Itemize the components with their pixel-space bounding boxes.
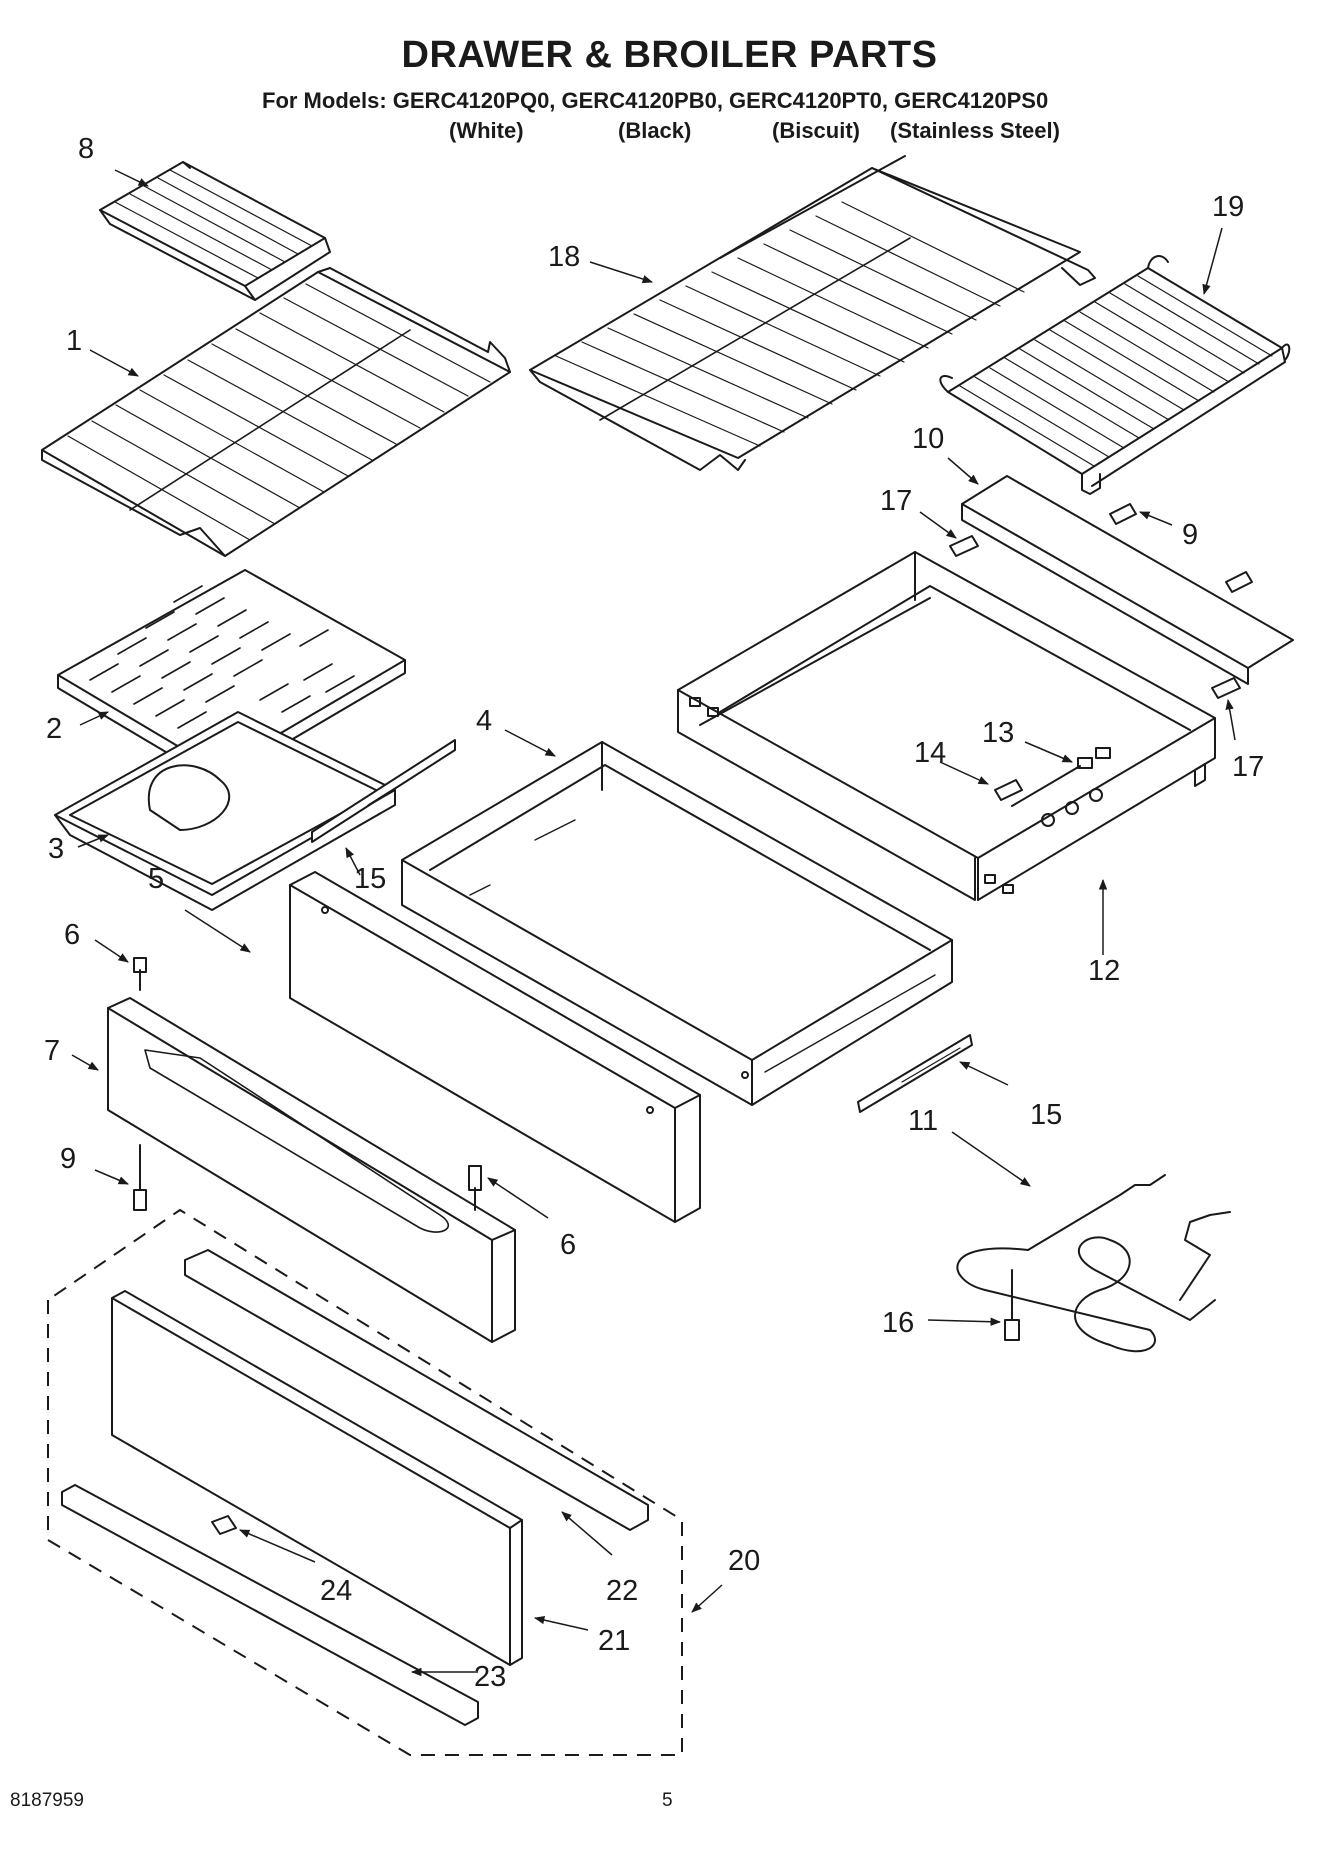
part-23-handle: [61, 1484, 479, 1726]
callout-19: 19: [1212, 191, 1244, 223]
part-9-screw-upper: [1109, 503, 1137, 525]
part-22-trim-strip: [184, 1249, 649, 1531]
leader-17a: [919, 511, 957, 539]
callout-3: 3: [48, 833, 64, 865]
leader-15b: [959, 1061, 1009, 1086]
leader-1: [89, 349, 139, 377]
page-title: DRAWER & BROILER PARTS: [401, 34, 938, 76]
callout-23: 23: [474, 1661, 506, 1693]
part-7-drawer-door: [107, 997, 516, 1343]
callout-4: 4: [476, 705, 492, 737]
model-list: For Models: GERC4120PQ0, GERC4120PB0, GE…: [262, 88, 1049, 113]
part-11-bake-element: [956, 1174, 1231, 1353]
leader-15a: [345, 847, 361, 876]
callout-8: 8: [78, 133, 94, 165]
callout-13: 13: [982, 717, 1014, 749]
part-8-small-rack: [99, 161, 331, 301]
callout-6b: 6: [560, 1229, 576, 1261]
leader-22: [561, 1511, 613, 1556]
leader-18: [589, 261, 653, 284]
page-number: 5: [662, 1790, 673, 1811]
callout-12: 12: [1088, 955, 1120, 987]
part-13-bracket: [1011, 747, 1111, 807]
part-9-screw-right: [1225, 571, 1253, 593]
callout-6a: 6: [64, 919, 80, 951]
part-17-screw-lower: [1211, 677, 1241, 699]
leader-9b: [94, 1169, 129, 1185]
callout-9b: 9: [60, 1143, 76, 1175]
part-1-oven-rack: [41, 267, 511, 557]
leader-21: [533, 1615, 589, 1631]
leader-13: [1024, 741, 1073, 763]
callout-10: 10: [912, 423, 944, 455]
part-6-screw-right: [468, 1165, 482, 1211]
part-14-screw: [994, 779, 1023, 801]
leader-6a: [94, 939, 129, 963]
leader-7: [71, 1054, 99, 1071]
callout-17a: 17: [880, 485, 912, 517]
finish-white: (White): [449, 118, 524, 143]
leader-8: [114, 169, 149, 187]
leader-9a: [1139, 511, 1173, 526]
part-19-rail-rack: [939, 255, 1291, 495]
leader-20: [691, 1584, 723, 1613]
callout-22: 22: [606, 1575, 638, 1607]
part-24-badge: [211, 1515, 237, 1535]
leader-16: [927, 1317, 1002, 1326]
finish-biscuit: (Biscuit): [772, 118, 860, 143]
callout-7: 7: [44, 1035, 60, 1067]
callout-24: 24: [320, 1575, 352, 1607]
callout-15b: 15: [1030, 1099, 1062, 1131]
callout-5: 5: [148, 863, 164, 895]
part-17-screw-upper: [949, 535, 979, 557]
part-4-inner-drawer: [401, 741, 953, 1106]
callout-9a: 9: [1182, 519, 1198, 551]
part-10-rear-panel: [961, 475, 1294, 685]
part-5-drawer-panel: [289, 871, 701, 1223]
part-18-large-rack: [529, 155, 1096, 471]
part-16-screw: [1004, 1269, 1020, 1341]
callout-11: 11: [908, 1105, 938, 1137]
callout-17b: 17: [1232, 751, 1264, 783]
callout-2: 2: [46, 713, 62, 745]
leader-14: [939, 761, 989, 785]
part-number: 8187959: [10, 1790, 84, 1811]
leader-4: [504, 729, 556, 757]
part-15-left-slide: [311, 739, 456, 843]
leader-6b: [487, 1177, 549, 1219]
callout-20: 20: [728, 1545, 760, 1577]
leader-3: [77, 834, 109, 848]
leader-11: [951, 1131, 1031, 1187]
callout-14: 14: [914, 737, 946, 769]
leader-10: [947, 457, 979, 485]
part-12-drawer-housing: [677, 551, 1216, 901]
callout-18: 18: [548, 241, 580, 273]
finish-stainless: (Stainless Steel): [890, 118, 1060, 143]
part-15-right-slide: [857, 1034, 973, 1113]
part-2-broiler-grid: [57, 569, 406, 784]
callout-1: 1: [66, 325, 82, 357]
callout-21: 21: [598, 1625, 630, 1657]
part-6-screw-left: [133, 957, 147, 991]
callout-16: 16: [882, 1307, 914, 1339]
finish-black: (Black): [618, 118, 692, 143]
leader-17b: [1225, 698, 1236, 741]
part-9-screw-lower: [133, 1144, 147, 1211]
kit-20-boundary: [47, 1208, 683, 1756]
leader-24: [239, 1529, 316, 1563]
leader-2: [79, 711, 109, 726]
leader-5: [184, 909, 251, 953]
callout-15a: 15: [354, 863, 386, 895]
leader-19: [1202, 227, 1223, 296]
part-21-door-panel: [111, 1290, 523, 1666]
